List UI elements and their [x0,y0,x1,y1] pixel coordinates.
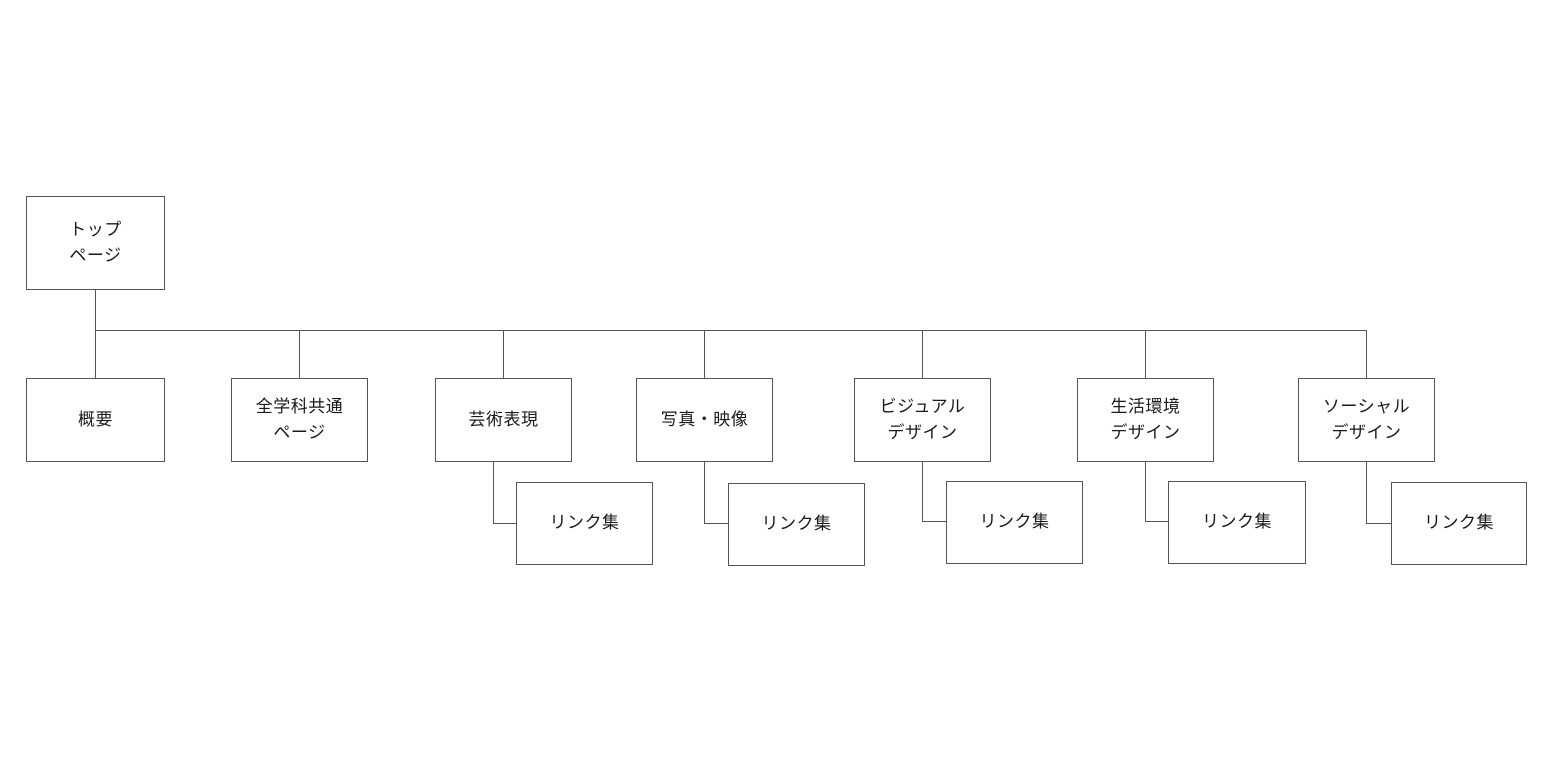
connector-elbow-vertical-link-3 [922,461,923,522]
node-label: 概要 [78,409,113,430]
node-geijutsu-hyougen[interactable]: 芸術表現 [435,378,572,462]
node-label: リンク集 [1202,512,1272,533]
node-link-shuu-3[interactable]: リンク集 [946,481,1083,564]
connector-drop-geijutsu-hyougen [503,330,504,378]
node-visual-design[interactable]: ビジュアル デザイン [854,378,991,462]
connector-elbow-vertical-link-2 [704,461,705,524]
connector-drop-gaiyou [95,330,96,378]
connector-root-stem [95,290,96,330]
node-label: 芸術表現 [468,409,539,430]
connector-elbow-horizontal-link-5 [1366,523,1392,524]
node-label: 全学科共通 ページ [255,396,344,443]
node-label: 生活環境 デザイン [1110,396,1181,443]
connector-horizontal-bus [95,330,1367,331]
node-link-shuu-5[interactable]: リンク集 [1391,482,1527,565]
node-label: ビジュアル デザイン [879,396,966,443]
connector-elbow-vertical-link-1 [493,461,494,524]
node-label: リンク集 [761,514,832,535]
connector-elbow-horizontal-link-1 [493,523,517,524]
node-link-shuu-1[interactable]: リンク集 [516,482,653,565]
node-label: リンク集 [549,513,620,534]
connector-drop-seikatsu-kankyou-design [1145,330,1146,378]
connector-elbow-horizontal-link-4 [1145,521,1169,522]
node-social-design[interactable]: ソーシャル デザイン [1298,378,1435,462]
connector-elbow-vertical-link-5 [1366,462,1367,524]
node-link-shuu-2[interactable]: リンク集 [728,483,865,566]
node-zengakka-kyoutsuu[interactable]: 全学科共通 ページ [231,378,368,462]
connector-elbow-horizontal-link-2 [704,523,729,524]
node-label: トップ ページ [69,219,122,266]
node-top-page[interactable]: トップ ページ [26,196,165,290]
node-gaiyou[interactable]: 概要 [26,378,165,462]
node-label: ソーシャル デザイン [1322,396,1411,443]
node-label: リンク集 [1424,513,1494,534]
connector-drop-visual-design [922,330,923,378]
connector-drop-social-design [1366,330,1367,378]
node-label: 写真・映像 [660,409,749,430]
node-link-shuu-4[interactable]: リンク集 [1168,481,1306,564]
connector-elbow-vertical-link-4 [1145,461,1146,522]
connector-drop-zengakka-kyoutsuu [299,330,300,378]
connector-elbow-horizontal-link-3 [922,521,947,522]
node-seikatsu-kankyou-design[interactable]: 生活環境 デザイン [1077,378,1214,462]
connector-drop-shashin-eizou [704,330,705,378]
node-label: リンク集 [979,512,1050,533]
node-shashin-eizou[interactable]: 写真・映像 [636,378,773,462]
